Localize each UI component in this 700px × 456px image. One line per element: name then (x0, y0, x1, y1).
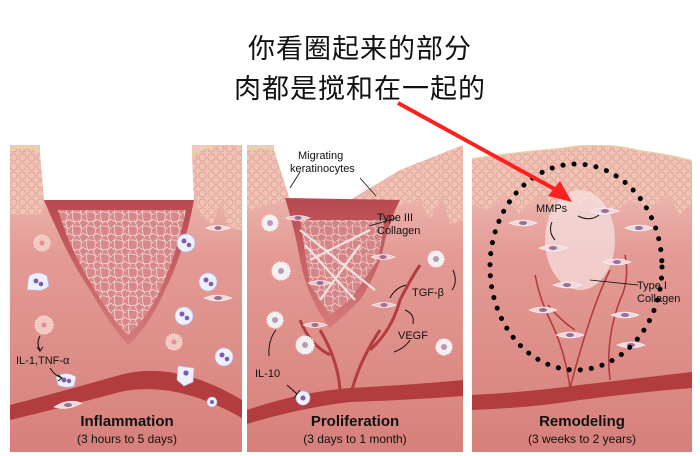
panel-inflammation: IL-1,TNF-α Inflammation (3 hours to 5 da… (10, 145, 242, 452)
curved-arrow-icon (268, 329, 277, 357)
blood-vessel (472, 372, 692, 410)
macrophages (261, 214, 453, 356)
label-migrating: Migrating (298, 150, 343, 162)
panel-subtitle-inflammation: (3 hours to 5 days) (77, 432, 177, 446)
fibroblasts (53, 225, 233, 409)
label-keratinocytes: keratinocytes (290, 163, 355, 175)
label-mmps: MMPs (536, 203, 568, 215)
fibroblasts (285, 215, 397, 328)
epidermis-left (10, 146, 44, 215)
panel-remodeling: MMPs Type I Collagen Remodeling (3 weeks… (472, 145, 692, 452)
panel-title-inflammation: Inflammation (80, 413, 173, 430)
fibroblasts (508, 207, 654, 349)
inhibition-arrow-icon (286, 384, 301, 399)
blood-vessel (247, 380, 463, 424)
capillaries (534, 254, 628, 389)
curved-arrow-icon (451, 269, 456, 291)
curved-arrow-icon (577, 214, 600, 220)
panel-subtitle-remodeling: (3 weeks to 2 years) (528, 432, 636, 446)
panel-title-remodeling: Remodeling (539, 413, 625, 430)
neutrophils (26, 233, 234, 408)
panel-title-proliferation: Proliferation (311, 413, 399, 430)
label-collagen: Collagen (377, 225, 420, 237)
annotation-line-2: 肉都是搅和在一起的 (234, 74, 486, 105)
macrophages (33, 234, 183, 351)
curved-arrow-icon (393, 339, 411, 353)
label-type-i: Type I (637, 280, 667, 292)
red-arrow-annotation (397, 101, 572, 202)
collagen-type-i-scar (545, 190, 615, 290)
fibrin-mesh (58, 210, 186, 335)
label-vegf: VEGF (398, 330, 428, 342)
epidermis-right (350, 145, 463, 225)
annotation-line-1: 你看圈起来的部分 (248, 34, 472, 65)
label-il10: IL-10 (255, 368, 280, 380)
epidermis-right (192, 145, 242, 230)
neutrophil (295, 390, 311, 406)
label-il1-tnf: IL-1,TNF-α (16, 355, 70, 367)
panel-proliferation: Migrating keratinocytes Type III Collage… (247, 145, 463, 452)
epidermis-left (247, 147, 290, 210)
epidermis-regenerated (472, 145, 692, 215)
curved-arrow-icon (404, 309, 414, 325)
label-type-iii: Type III (377, 212, 413, 224)
curved-arrow-icon (37, 335, 41, 351)
curved-arrow-icon (389, 284, 407, 299)
label-tgf-beta: TGF-β (412, 287, 444, 299)
panel-subtitle-proliferation: (3 days to 1 month) (303, 432, 406, 446)
dotted-circle-highlight (487, 161, 665, 373)
curved-arrow-icon (550, 221, 556, 241)
